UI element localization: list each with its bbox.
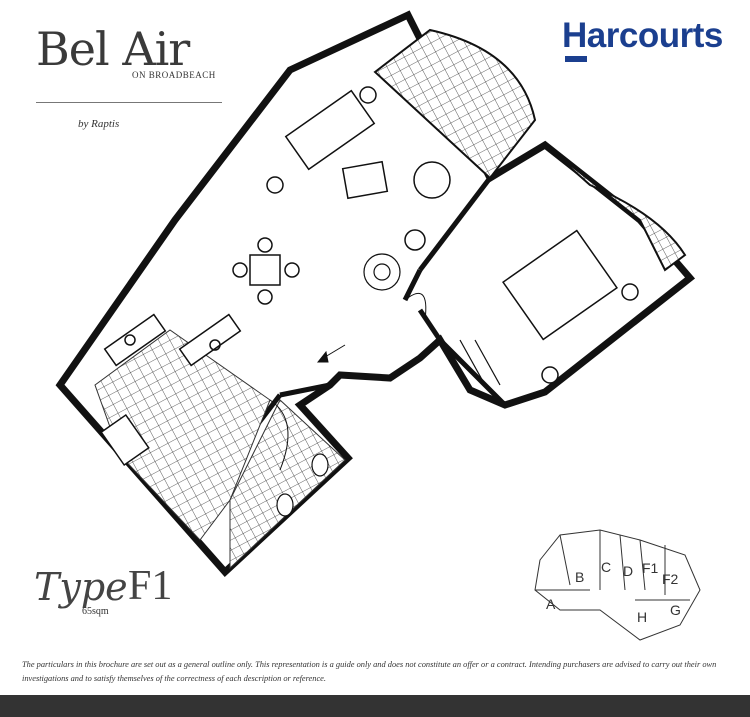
agency-logo: Harcourts [562,16,723,55]
dining-table [232,237,300,305]
key-plan-label-c: C [601,559,611,575]
unit-area: 65sqm [82,606,109,617]
key-plan-label-f1: F1 [642,560,659,576]
balcony-living [373,28,537,180]
bottom-bar [0,695,750,717]
entry-arrow-icon [316,344,346,363]
key-plan-label-f2: F2 [662,571,679,587]
interior-walls [213,176,507,482]
door-swings [269,292,427,471]
agency-logo-underline [565,56,587,62]
wardrobe [444,339,501,386]
key-plan-labels: A B C D F1 F2 G H [546,559,681,625]
unit-type-label: Type [34,565,128,609]
balcony-bedroom [544,144,687,272]
brand-divider [36,102,222,103]
unit-type-code: F1 [128,563,173,609]
kitchen-counter [100,313,242,467]
key-plan-label-d: D [623,563,633,579]
bathroom-floor [229,399,346,570]
key-plan-label-b: B [575,569,584,585]
living-furniture [266,86,451,251]
bed [502,229,639,384]
brand-subtitle: ON BROADBEACH [132,70,216,80]
plant [363,253,401,291]
toilet [276,453,329,517]
key-plan-label-a: A [546,596,556,612]
brand-by-line: by Raptis [78,118,120,130]
disclaimer-text: The particulars in this brochure are set… [22,660,717,683]
key-plan-label-h: H [637,609,647,625]
key-plan [534,529,701,641]
brand-title: Bel Air [36,22,190,76]
key-plan-label-g: G [670,602,681,618]
